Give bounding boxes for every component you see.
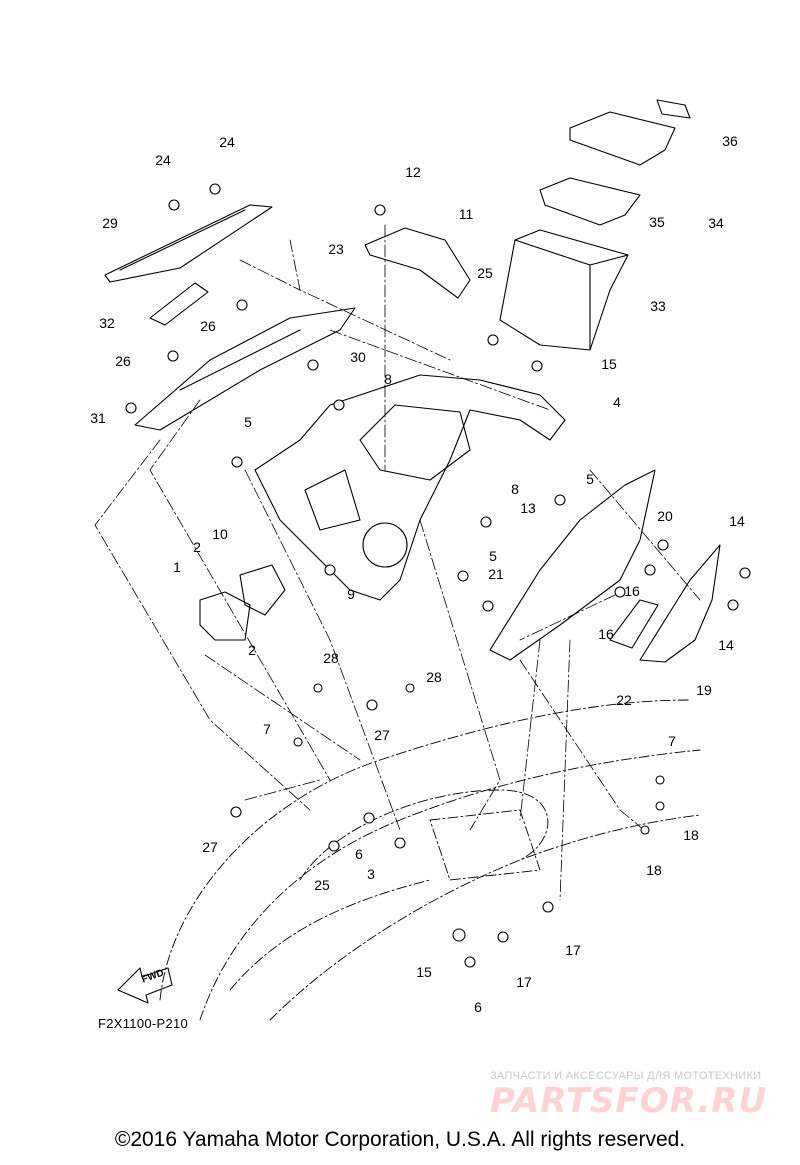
- part-11-cover: [364, 227, 471, 299]
- part-label-9: 9: [347, 586, 355, 602]
- part-10-pad: [239, 564, 286, 616]
- part-label-10: 10: [212, 526, 228, 542]
- part-33-bin: [499, 229, 629, 351]
- watermark-tagline: ЗАПЧАСТИ И АКСЕССУАРЫ ДЛЯ МОТОТЕХНИКИ: [490, 1070, 762, 1082]
- part-19-panel: [639, 544, 721, 663]
- part-4-seat-well: [359, 404, 471, 481]
- part-22-plate: [609, 599, 659, 649]
- part-label-17: 17: [565, 942, 581, 958]
- part-label-34: 34: [708, 215, 724, 231]
- part-35-lid: [539, 177, 641, 226]
- part-label-13: 13: [520, 500, 536, 516]
- part-label-20: 20: [657, 508, 673, 524]
- part-4-hatch: [362, 522, 408, 568]
- part-34-lid: [569, 111, 676, 166]
- part-1-box: [199, 591, 251, 641]
- part-label-31: 31: [90, 410, 106, 426]
- part-32-bracket: [149, 282, 209, 326]
- part-label-6: 6: [474, 999, 482, 1015]
- part-label-8: 8: [384, 371, 392, 387]
- part-label-27: 27: [202, 839, 218, 855]
- part-label-25: 25: [314, 877, 330, 893]
- leader-lines: [94, 224, 701, 901]
- fasteners: [125, 183, 751, 968]
- figure-code: F2X1100-P210: [98, 1016, 189, 1031]
- part-label-35: 35: [649, 214, 665, 230]
- part-label-5: 5: [244, 414, 252, 430]
- part-label-12: 12: [405, 164, 421, 180]
- part-label-3: 3: [367, 866, 375, 882]
- part-label-26: 26: [115, 353, 131, 369]
- part-13-panel: [489, 469, 656, 661]
- part-label-24: 24: [155, 152, 171, 168]
- part-label-11: 11: [458, 206, 474, 222]
- part-label-25: 25: [477, 265, 493, 281]
- copyright-footer: ©2016 Yamaha Motor Corporation, U.S.A. A…: [114, 1128, 686, 1151]
- part-label-24: 24: [219, 134, 235, 150]
- part-label-28: 28: [323, 650, 339, 666]
- part-label-4: 4: [613, 394, 621, 410]
- part-label-29: 29: [102, 215, 118, 231]
- part-label-18: 18: [646, 862, 662, 878]
- part-label-32: 32: [99, 315, 115, 331]
- part-label-14: 14: [729, 513, 745, 529]
- hull-outline: [159, 699, 701, 1021]
- part-label-30: 30: [350, 349, 366, 365]
- part-label-23: 23: [328, 241, 344, 257]
- part-label-2: 2: [248, 642, 256, 658]
- part-label-15: 15: [416, 964, 432, 980]
- part-36-clip: [656, 99, 691, 119]
- part-label-16: 16: [624, 583, 640, 599]
- part-label-8: 8: [511, 481, 519, 497]
- part-label-28: 28: [426, 669, 442, 685]
- diagram-drawing: [94, 99, 751, 1021]
- fwd-arrow-shape: [117, 967, 173, 1004]
- part-label-19: 19: [696, 682, 712, 698]
- part-4-deck: [254, 374, 566, 601]
- part-label-14: 14: [718, 637, 734, 653]
- part-29-cover: [104, 204, 273, 283]
- part-label-7: 7: [668, 733, 676, 749]
- part-label-18: 18: [683, 827, 699, 843]
- parts-diagram: 1 2 2 3 4 5 5 5 6 6 7 7 8 8 9 10 11 12 1…: [90, 99, 751, 1031]
- part-label-16: 16: [598, 626, 614, 642]
- part-label-1: 1: [173, 559, 181, 575]
- part-4-channel: [304, 469, 361, 531]
- part-label-36: 36: [722, 133, 738, 149]
- part-label-22: 22: [616, 692, 632, 708]
- part-label-27: 27: [374, 727, 390, 743]
- part-label-5: 5: [586, 471, 594, 487]
- part-label-15: 15: [601, 356, 617, 372]
- part-label-26: 26: [200, 318, 216, 334]
- part-23-trim: [134, 307, 356, 431]
- part-label-2: 2: [193, 539, 201, 555]
- part-label-6: 6: [355, 846, 363, 862]
- part-label-17: 17: [516, 974, 532, 990]
- part-label-5: 5: [489, 548, 497, 564]
- part-label-33: 33: [650, 298, 666, 314]
- watermark-brand-logo: PARTSFOR.RU: [490, 1081, 768, 1121]
- part-label-21: 21: [488, 566, 504, 582]
- part-label-7: 7: [263, 721, 271, 737]
